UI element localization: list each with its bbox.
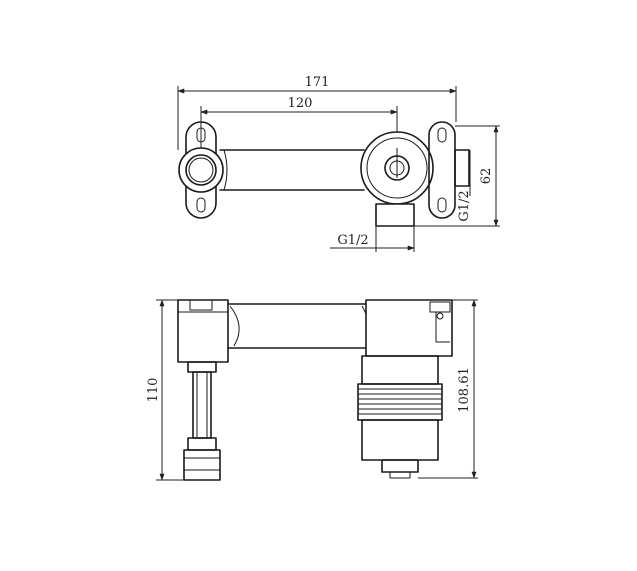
side-left-stem	[183, 361, 221, 481]
thread-side-label: G1/2	[457, 190, 472, 221]
dimension-171-label: 171	[305, 75, 330, 90]
dimension-171: 171	[177, 75, 457, 150]
dimension-120: 120	[200, 96, 398, 148]
spout-body	[219, 149, 365, 191]
dimension-120-label: 120	[288, 96, 313, 111]
dimension-108-61-label: 108.61	[457, 367, 472, 413]
valve-body	[360, 131, 434, 205]
dimension-110: 110	[146, 299, 184, 481]
side-view: 110 108.61	[146, 299, 478, 481]
side-spout-arm	[227, 303, 370, 349]
dimension-108-61: 108.61	[418, 299, 478, 479]
bottom-connector	[375, 203, 415, 227]
dimension-62: 62	[414, 125, 500, 227]
top-view: 171 120 62 G1/2 G1/2	[177, 75, 500, 252]
thread-side: G1/2	[457, 150, 472, 222]
dimension-62-label: 62	[479, 168, 494, 185]
side-valve-body	[357, 299, 453, 479]
dimension-110-label: 110	[146, 378, 161, 403]
thread-bottom: G1/2	[330, 226, 415, 252]
thread-bottom-label: G1/2	[337, 233, 368, 248]
right-mounting-bracket	[428, 121, 470, 219]
left-inlet	[178, 147, 224, 193]
side-left-block	[177, 299, 229, 363]
